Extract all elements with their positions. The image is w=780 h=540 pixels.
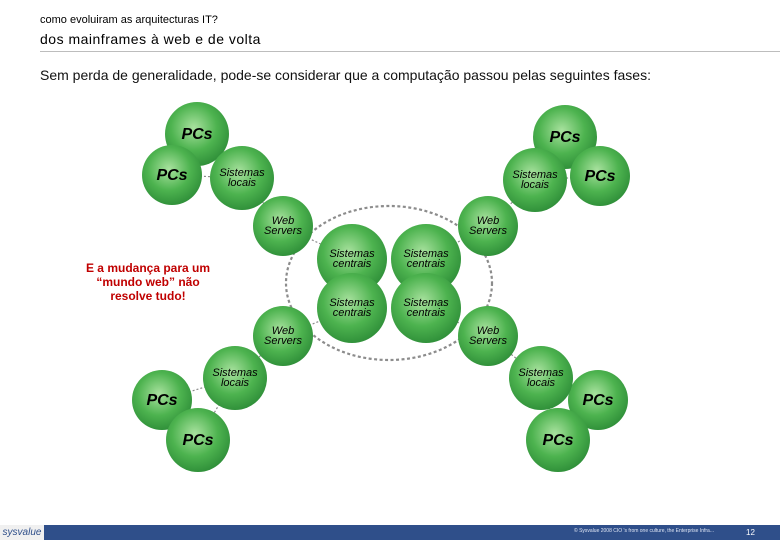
node-circle [317,273,387,343]
slide-title: dos mainframes à web e de volta [40,31,261,47]
node-label: centrais [407,258,446,270]
callout-line-2: “mundo web” não [96,275,200,289]
node-label: locais [521,179,550,191]
node-pc-5: PCs [132,370,192,430]
copyright-text: © Sysvalue 2008 CIO 's from one culture,… [574,528,714,534]
node-label: PCs [542,432,573,449]
node-circle [509,346,573,410]
intro-text: Sem perda de generalidade, pode-se consi… [40,67,651,83]
node-label: Web [272,215,294,227]
node-label: Sistemas [518,367,564,379]
connector-line [487,179,536,227]
sysvalue-logo: sysvalue [0,525,44,540]
node-label: locais [228,177,257,189]
node-circle [317,224,387,294]
footer-bar: sysvalue © Sysvalue 2008 CIO 's from one… [0,525,780,540]
node-pc-8: PCs [526,408,590,472]
node-circle [142,145,202,205]
node-label: centrais [407,307,446,319]
node-label: Web [272,325,294,337]
node-label: Sistemas [219,167,265,179]
node-label: PCs [182,432,213,449]
node-label: Sistemas [329,297,375,309]
slide-supertitle: como evoluiram as arquitecturas IT? [40,14,218,26]
node-circle [253,196,313,256]
title-rule [40,51,780,52]
page-number: 12 [746,528,755,537]
node-label: PCs [584,168,615,185]
node-label: Sistemas [329,248,375,260]
node-label: PCs [181,126,212,143]
node-label: Sistemas [212,367,258,379]
node-label: Servers [469,225,507,237]
node-circle [458,196,518,256]
node-label: PCs [582,392,613,409]
node-label: Sistemas [403,297,449,309]
node-pc-4: PCs [570,146,630,206]
node-circle [391,273,461,343]
node-label: PCs [146,392,177,409]
node-label: centrais [333,258,372,270]
node-pc-6: PCs [166,408,230,472]
node-circle [132,370,192,430]
callout-line-1: E a mudança para um [85,261,211,275]
node-circle [458,306,518,366]
node-label: PCs [549,129,580,146]
architecture-diagram: PCsPCsPCsPCsPCsPCsPCsPCsSistemaslocaisSi… [132,102,630,472]
node-circle [210,146,274,210]
node-circle [526,408,590,472]
node-label: Servers [469,335,507,347]
node-circle [203,346,267,410]
node-label: locais [221,377,250,389]
node-circle [503,148,567,212]
node-label: Servers [264,225,302,237]
node-label: Sistemas [403,248,449,260]
node-label: PCs [156,167,187,184]
node-label: centrais [333,307,372,319]
node-circle [253,306,313,366]
node-label: Sistemas [512,169,558,181]
node-label: Servers [264,335,302,347]
callout-text: E a mudança para um “mundo web” não reso… [58,261,238,303]
nodes: PCsPCsPCsPCsPCsPCsPCsPCsSistemaslocaisSi… [132,102,630,472]
callout-line-3: resolve tudo! [110,289,186,303]
node-label: Web [477,325,499,337]
central-ring [284,204,494,362]
node-label: locais [527,377,556,389]
node-circle [166,408,230,472]
node-circle [391,224,461,294]
node-circle [570,146,630,206]
node-label: Web [477,215,499,227]
central-ring-outline [284,204,494,362]
node-circle [568,370,628,430]
connector-line [534,175,601,181]
node-pc-2: PCs [142,145,202,205]
node-pc-7: PCs [568,370,628,430]
